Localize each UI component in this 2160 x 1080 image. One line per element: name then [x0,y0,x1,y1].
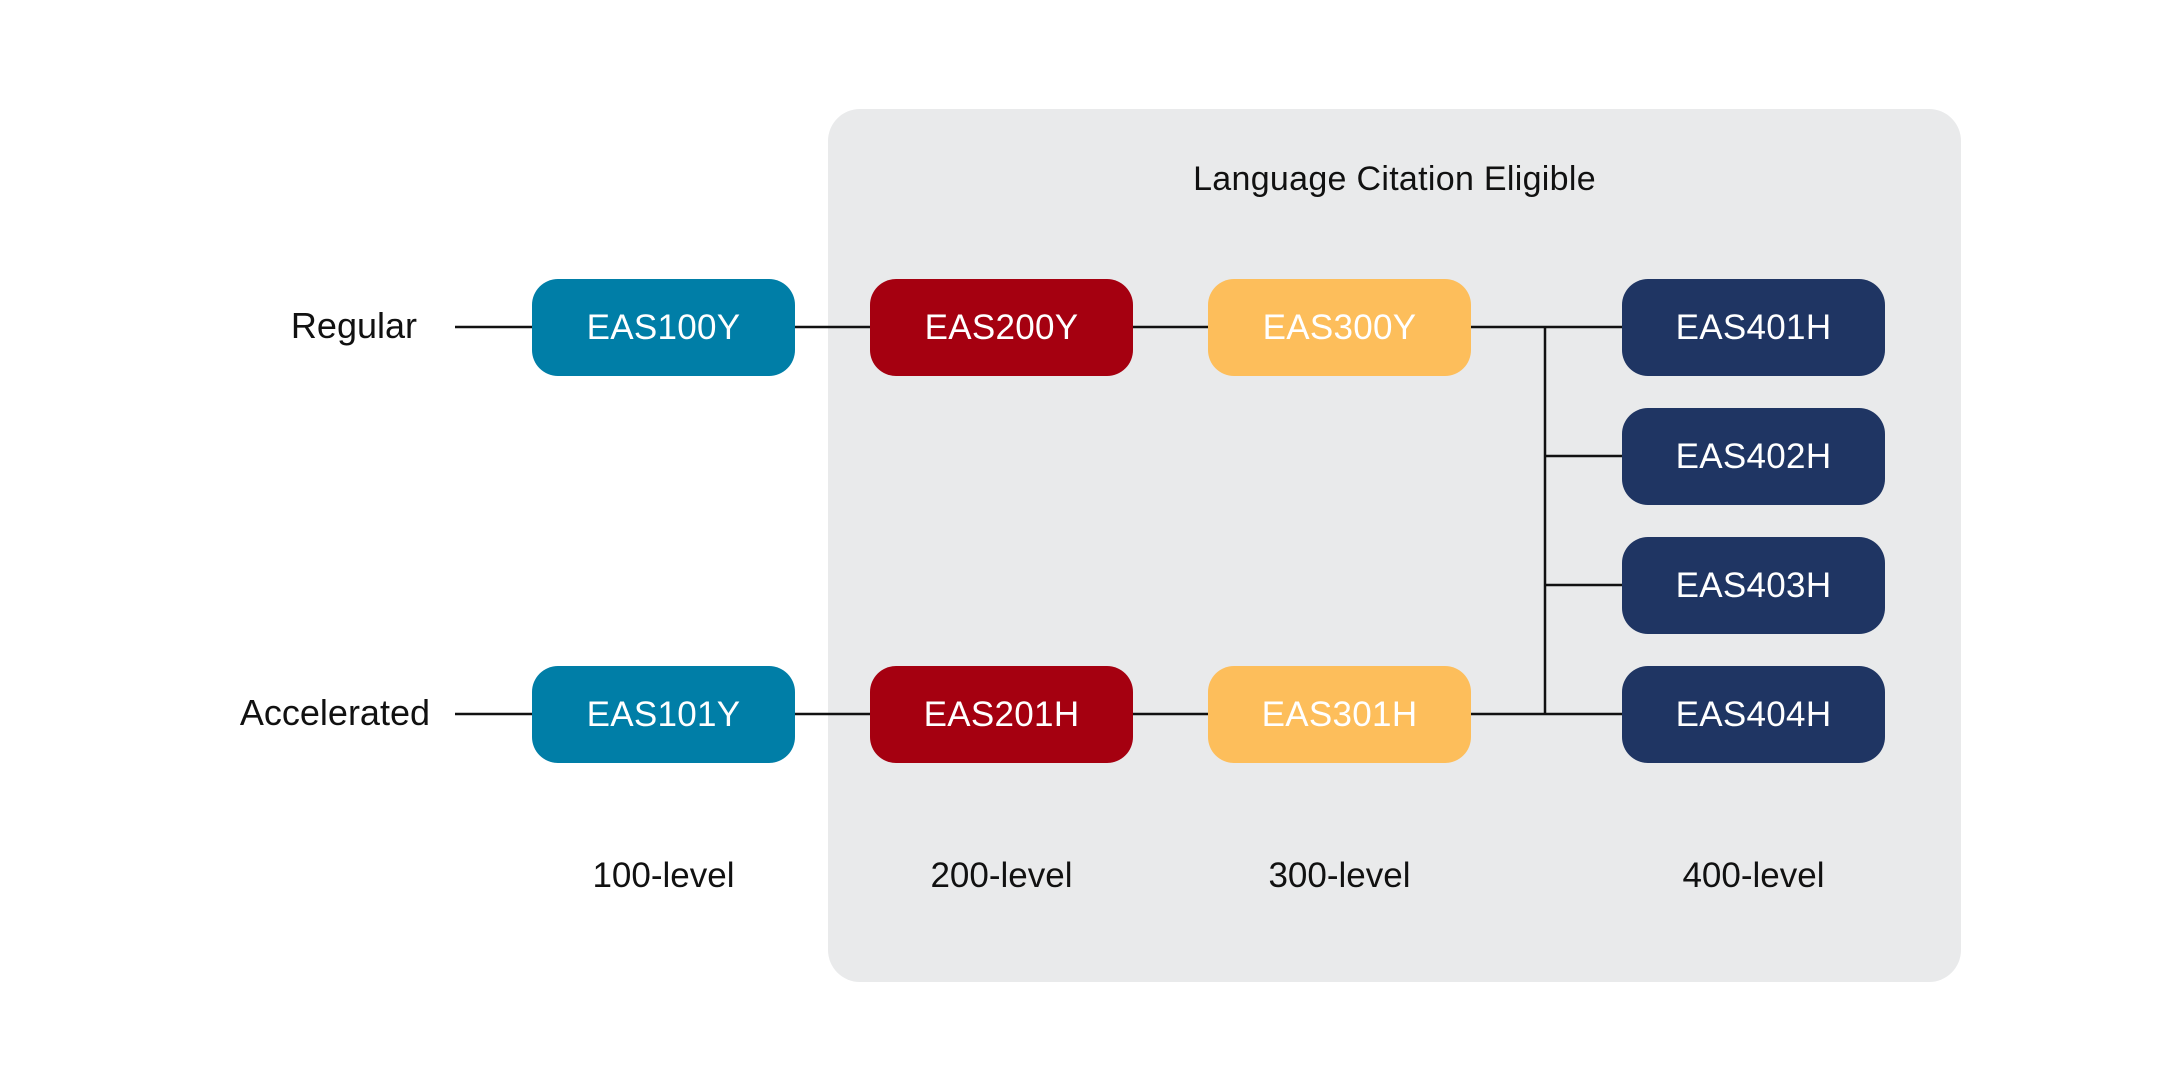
course-eas300y: EAS300Y [1208,279,1471,376]
row-label-regular: Regular [290,305,417,346]
level-label-400: 400-level [1682,856,1825,895]
course-eas404h: EAS404H [1622,666,1885,763]
course-eas101y: EAS101Y [532,666,795,763]
course-eas403h: EAS403H [1622,537,1885,634]
course-eas402h: EAS402H [1622,408,1885,505]
region-title: Language Citation Eligible [1193,160,1596,198]
row-label-accelerated: Accelerated [239,692,430,733]
course-eas301h: EAS301H [1208,666,1471,763]
level-label-300: 300-level [1268,856,1411,895]
course-eas200y: EAS200Y [870,279,1133,376]
course-eas201h: EAS201H [870,666,1133,763]
level-label-200: 200-level [930,856,1073,895]
course-eas100y: EAS100Y [532,279,795,376]
course-eas401h: EAS401H [1622,279,1885,376]
level-label-100: 100-level [592,856,735,895]
